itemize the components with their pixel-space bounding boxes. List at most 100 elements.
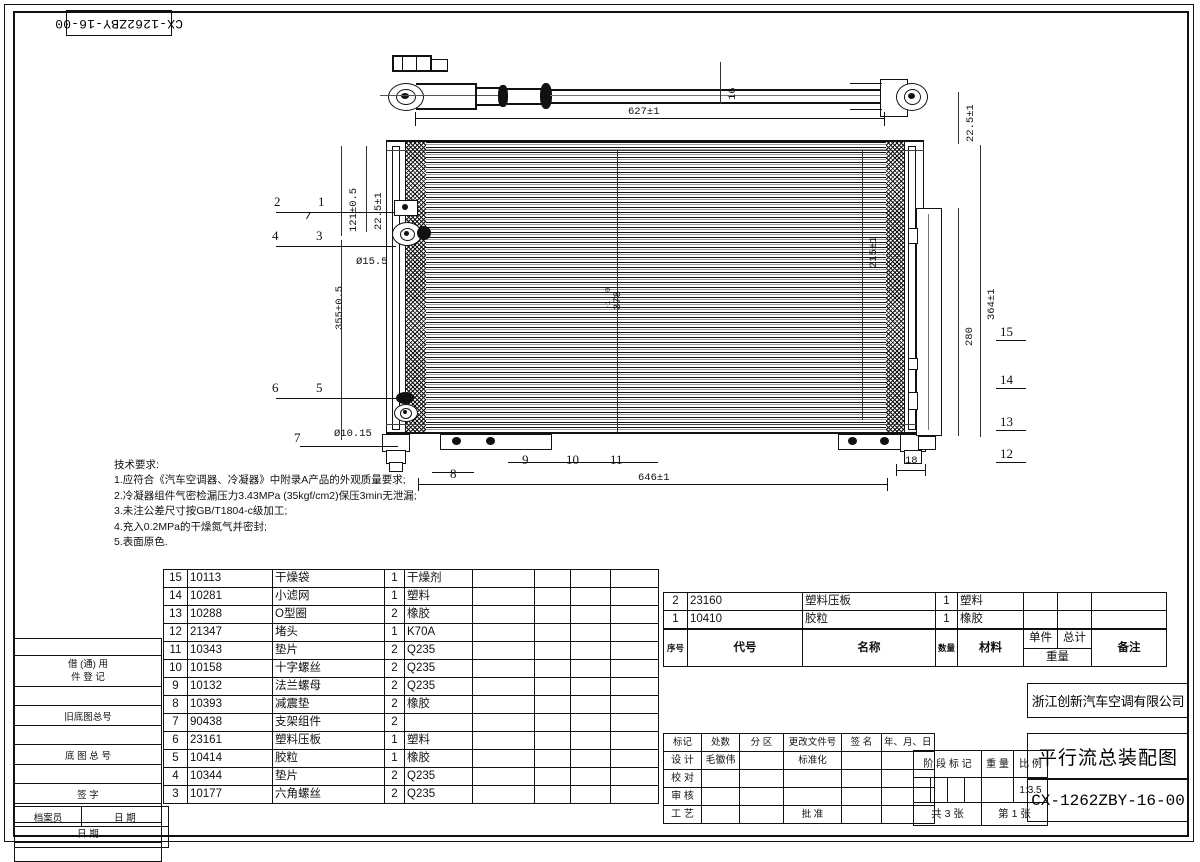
part-code: 10132 xyxy=(187,677,273,696)
part-weight-total[interactable] xyxy=(534,785,571,804)
process-cell-3[interactable] xyxy=(739,805,784,824)
part-weight-single[interactable] xyxy=(472,731,535,750)
part-weight-single[interactable] xyxy=(1023,610,1058,629)
part-weight-extra[interactable] xyxy=(570,605,611,624)
part-weight-total[interactable] xyxy=(534,677,571,696)
registry-blank-3[interactable] xyxy=(14,764,162,784)
part-seq: 8 xyxy=(163,695,188,714)
part-weight-extra[interactable] xyxy=(570,767,611,786)
registry-blank-1[interactable] xyxy=(14,686,162,706)
stage-cell-2[interactable] xyxy=(930,777,948,803)
part-remark[interactable] xyxy=(610,731,659,750)
part-remark[interactable] xyxy=(610,569,659,588)
part-name: 垫片 xyxy=(272,641,385,660)
part-remark[interactable] xyxy=(610,623,659,642)
balloon-6: 6 xyxy=(272,380,279,395)
part-weight-extra[interactable] xyxy=(570,677,611,696)
check-cell-4[interactable] xyxy=(783,769,842,788)
balloon-3: 3 xyxy=(316,228,323,243)
review-cell-4[interactable] xyxy=(783,787,842,806)
part-weight-total[interactable] xyxy=(534,605,571,624)
part-remark[interactable] xyxy=(1091,610,1167,629)
weight-value[interactable] xyxy=(981,777,1014,803)
part-weight-total[interactable] xyxy=(534,569,571,588)
part-weight-total[interactable] xyxy=(1057,610,1092,629)
part-weight-total[interactable] xyxy=(534,767,571,786)
drawing-code-top: CX-1262ZBY-16-00 xyxy=(55,10,183,36)
registry-blank-2[interactable] xyxy=(14,725,162,745)
design-cell-3[interactable] xyxy=(739,751,784,770)
part-weight-single[interactable] xyxy=(472,605,535,624)
header-material: 材料 xyxy=(957,629,1025,667)
check-cell-5[interactable] xyxy=(841,769,882,788)
drawing-code-top-text: CX-1262ZBY-16-00 xyxy=(54,15,184,31)
part-weight-extra[interactable] xyxy=(570,587,611,606)
review-cell-5[interactable] xyxy=(841,787,882,806)
part-name: 支架组件 xyxy=(272,713,385,732)
part-weight-extra[interactable] xyxy=(570,659,611,678)
registry-archivist-blank[interactable] xyxy=(14,826,169,848)
stage-cell-1[interactable] xyxy=(913,777,931,803)
dim-121: 121±0.5 xyxy=(348,187,360,232)
stage-cell-3[interactable] xyxy=(947,777,965,803)
process-cell-2[interactable] xyxy=(701,805,740,824)
part-weight-total[interactable] xyxy=(534,623,571,642)
part-weight-extra[interactable] xyxy=(570,785,611,804)
review-cell-2[interactable] xyxy=(701,787,740,806)
part-material: Q235 xyxy=(404,677,473,696)
registry-signature: 签 字 xyxy=(14,783,162,804)
part-remark[interactable] xyxy=(610,695,659,714)
part-weight-single[interactable] xyxy=(472,749,535,768)
part-weight-single[interactable] xyxy=(472,785,535,804)
part-weight-single[interactable] xyxy=(472,677,535,696)
process-cell-5[interactable] xyxy=(841,805,882,824)
part-weight-extra[interactable] xyxy=(570,731,611,750)
design-cell-5[interactable] xyxy=(841,751,882,770)
part-weight-total[interactable] xyxy=(534,695,571,714)
review-cell-3[interactable] xyxy=(739,787,784,806)
part-weight-total[interactable] xyxy=(534,659,571,678)
part-weight-extra[interactable] xyxy=(570,749,611,768)
part-weight-extra[interactable] xyxy=(570,641,611,660)
part-name: 塑料压板 xyxy=(802,592,936,611)
part-weight-total[interactable] xyxy=(534,587,571,606)
stage-cell-4[interactable] xyxy=(964,777,982,803)
part-weight-single[interactable] xyxy=(472,713,535,732)
part-remark[interactable] xyxy=(610,713,659,732)
part-weight-single[interactable] xyxy=(472,623,535,642)
part-remark[interactable] xyxy=(610,677,659,696)
part-remark[interactable] xyxy=(610,659,659,678)
part-weight-total[interactable] xyxy=(534,713,571,732)
part-remark[interactable] xyxy=(610,749,659,768)
part-weight-extra[interactable] xyxy=(570,623,611,642)
part-remark[interactable] xyxy=(610,785,659,804)
part-remark[interactable] xyxy=(610,587,659,606)
part-weight-extra[interactable] xyxy=(570,695,611,714)
part-weight-extra[interactable] xyxy=(570,713,611,732)
part-code: 90438 xyxy=(187,713,273,732)
part-code: 23160 xyxy=(687,592,803,611)
core-fin-pattern xyxy=(404,142,908,434)
part-weight-single[interactable] xyxy=(472,659,535,678)
part-remark[interactable] xyxy=(610,767,659,786)
part-weight-extra[interactable] xyxy=(570,569,611,588)
part-remark[interactable] xyxy=(610,605,659,624)
part-weight-single[interactable] xyxy=(472,641,535,660)
part-weight-single[interactable] xyxy=(472,767,535,786)
check-cell-3[interactable] xyxy=(739,769,784,788)
part-weight-single[interactable] xyxy=(1023,592,1058,611)
part-weight-total[interactable] xyxy=(534,641,571,660)
part-code: 10158 xyxy=(187,659,273,678)
part-weight-single[interactable] xyxy=(472,587,535,606)
part-weight-total[interactable] xyxy=(1057,592,1092,611)
part-weight-single[interactable] xyxy=(472,695,535,714)
part-weight-total[interactable] xyxy=(534,731,571,750)
part-remark[interactable] xyxy=(610,641,659,660)
part-remark[interactable] xyxy=(1091,592,1167,611)
check-cell-2[interactable] xyxy=(701,769,740,788)
registry-archivist-date: 日 期 xyxy=(81,806,169,827)
part-weight-single[interactable] xyxy=(472,569,535,588)
part-weight-total[interactable] xyxy=(534,749,571,768)
